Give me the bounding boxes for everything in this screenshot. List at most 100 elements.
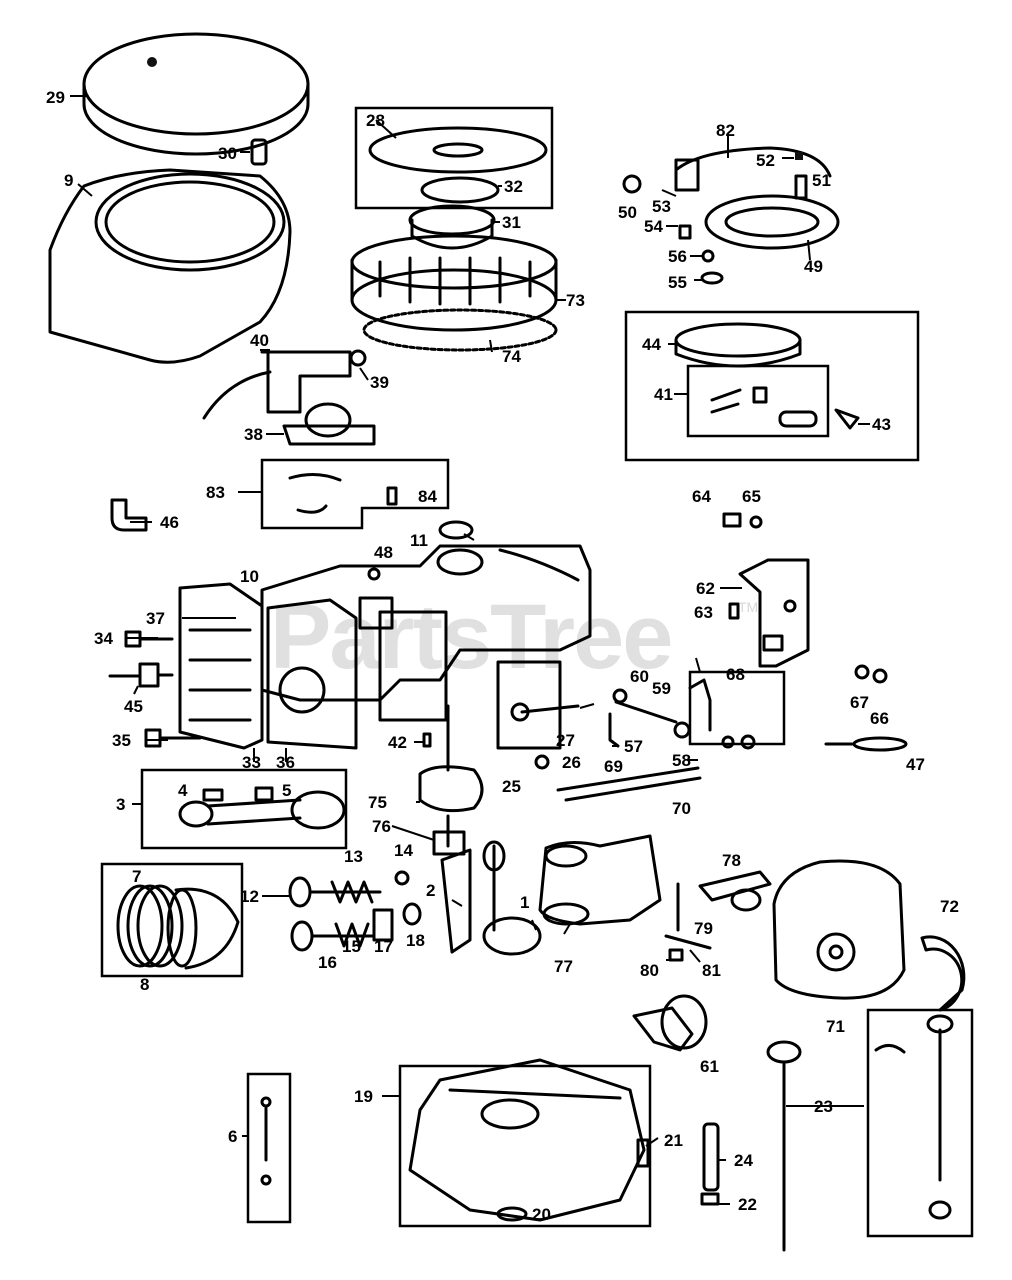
dipstick-part-23	[766, 1014, 954, 1252]
crankshaft-part-75	[418, 704, 484, 848]
part-60	[612, 688, 628, 704]
valve-part-16	[290, 920, 374, 952]
callout-2: 2	[426, 881, 435, 900]
callout-64: 64	[692, 487, 711, 506]
callout-60: 60	[630, 667, 649, 686]
callout-17: 17	[374, 937, 393, 956]
screw-part-21	[636, 1138, 650, 1168]
part-48	[367, 567, 381, 581]
callout-18: 18	[406, 931, 425, 950]
callout-15: 15	[342, 937, 361, 956]
callout-57: 57	[624, 737, 643, 756]
callout-29: 29	[46, 88, 65, 107]
nut-part-32	[420, 176, 500, 204]
cylinder-block-part-10	[260, 544, 592, 702]
callout-82: 82	[716, 121, 735, 140]
callout-25: 25	[502, 777, 521, 796]
callout-16: 16	[318, 953, 337, 972]
callout-33: 33	[242, 753, 261, 772]
pin-part-42	[422, 732, 432, 748]
callout-74: 74	[502, 347, 521, 366]
callout-41: 41	[654, 385, 673, 404]
tube-part-24	[702, 1122, 720, 1192]
callout-46: 46	[160, 513, 179, 532]
callout-21: 21	[664, 1131, 683, 1150]
bracket-part-64	[722, 512, 742, 528]
starter-clutch-part-31	[408, 204, 496, 250]
breaker-points-part-41	[710, 386, 818, 428]
blower-housing-part-9	[48, 168, 292, 364]
callout-12: 12	[240, 887, 259, 906]
callout-34: 34	[94, 629, 113, 648]
callout-78: 78	[722, 851, 741, 870]
callout-58: 58	[672, 751, 691, 770]
fitting-part-45	[108, 662, 174, 688]
callout-4: 4	[178, 781, 188, 800]
callout-28: 28	[366, 111, 385, 130]
parts-drawings	[48, 32, 966, 1252]
callout-53: 53	[652, 197, 671, 216]
armature-coil-part-40	[202, 350, 352, 420]
callout-8: 8	[140, 975, 149, 994]
spacer-part-30	[250, 138, 268, 166]
callout-76: 76	[372, 817, 391, 836]
callout-1: 1	[520, 893, 529, 912]
screw-part-51	[794, 174, 808, 200]
callout-32: 32	[504, 177, 523, 196]
callout-5: 5	[282, 781, 291, 800]
callout-56: 56	[668, 247, 687, 266]
keeper-part-17	[372, 908, 394, 942]
callout-6: 6	[228, 1127, 237, 1146]
callout-31: 31	[502, 213, 521, 232]
part-group-boxes	[100, 106, 974, 1238]
callout-77: 77	[554, 957, 573, 976]
alternator-stator-part-49	[674, 146, 840, 250]
piston-rings-part-7	[116, 884, 184, 968]
callout-67: 67	[850, 693, 869, 712]
box-part-3	[140, 768, 348, 850]
head-gasket-part-36	[266, 598, 358, 750]
ring-gear-part-74	[362, 308, 558, 352]
callout-11: 11	[410, 531, 428, 550]
gear-part-76	[432, 830, 466, 856]
elbow-part-46	[110, 498, 148, 532]
part-14	[394, 870, 410, 886]
control-bracket-part-62	[738, 558, 810, 668]
part-57	[608, 712, 620, 748]
part-81	[664, 934, 712, 950]
washer-part-58	[673, 721, 691, 739]
callout-7: 7	[132, 867, 141, 886]
spring-part-63	[728, 602, 740, 620]
nut-part-65	[749, 515, 763, 529]
callout-39: 39	[370, 373, 389, 392]
part-6	[260, 1096, 272, 1186]
nut-part-39	[349, 349, 367, 367]
plug-part-20	[496, 1206, 528, 1222]
leader-lines	[70, 95, 870, 1205]
callout-40: 40	[250, 331, 269, 350]
callout-63: 63	[694, 603, 713, 622]
link-part-59	[614, 700, 678, 724]
callout-54: 54	[644, 217, 663, 236]
callout-44: 44	[642, 335, 661, 354]
callout-55: 55	[668, 273, 687, 292]
callout-30: 30	[218, 144, 237, 163]
gasket-part-25	[496, 660, 562, 750]
box-part-68	[688, 670, 786, 746]
callout-72: 72	[940, 897, 959, 916]
callout-13: 13	[344, 847, 363, 866]
screw-part-52	[795, 152, 803, 160]
governor-shaft-part-27	[510, 702, 580, 722]
breaker-cover-part-44	[674, 322, 802, 368]
part-67	[854, 664, 870, 680]
callout-42: 42	[388, 733, 407, 752]
callout-73: 73	[566, 291, 585, 310]
crankcase-cover-part-77	[538, 834, 662, 926]
callout-37: 37	[146, 609, 165, 628]
part-61	[632, 994, 708, 1052]
bearing-part-11	[438, 520, 474, 540]
callout-24: 24	[734, 1151, 753, 1170]
flywheel-part-73	[350, 234, 558, 332]
callout-26: 26	[562, 753, 581, 772]
